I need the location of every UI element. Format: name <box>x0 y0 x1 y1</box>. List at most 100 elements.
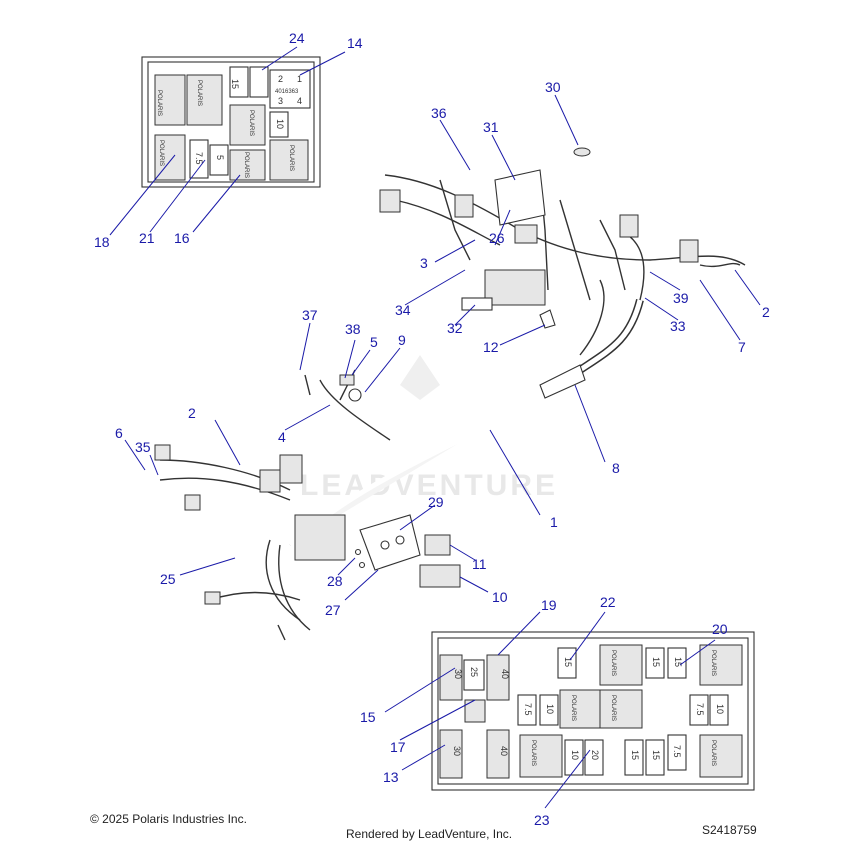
svg-text:15: 15 <box>230 79 240 89</box>
svg-text:POLARIS: POLARIS <box>710 650 716 676</box>
callout-5: 5 <box>370 334 378 350</box>
svg-text:7.5: 7.5 <box>523 703 533 716</box>
fuse-top-4: 10 <box>269 111 289 138</box>
svg-text:15: 15 <box>651 657 661 667</box>
relay-top-4: POLARIS <box>229 104 266 146</box>
svg-text:15: 15 <box>630 750 640 760</box>
relay-bottom-6: POLARIS <box>699 734 743 778</box>
callout-28: 28 <box>327 573 343 589</box>
connector-rear-2 <box>454 194 474 218</box>
callout-35: 35 <box>135 439 151 455</box>
relay-top-2: POLARIS <box>186 74 223 126</box>
svg-text:2: 2 <box>278 74 283 84</box>
fuse-box-bottom: 30 40 30 40 25 POLARIS POLARIS <box>431 631 755 791</box>
callout-24: 24 <box>289 30 305 46</box>
callout-25: 25 <box>160 571 176 587</box>
fuse-box-top: POLARIS POLARIS POLARIS POLARIS POLARIS … <box>141 56 321 188</box>
callout-14: 14 <box>347 35 363 51</box>
callout-34: 34 <box>395 302 411 318</box>
connector-5 <box>339 374 355 386</box>
callout-3: 3 <box>420 255 428 271</box>
relay-bottom-2: POLARIS <box>699 644 743 686</box>
svg-text:25: 25 <box>469 667 479 677</box>
svg-text:POLARIS: POLARIS <box>156 90 162 116</box>
svg-text:POLARIS: POLARIS <box>248 110 254 136</box>
relay-bottom-3: POLARIS <box>559 689 603 729</box>
grommet-31 <box>494 169 546 226</box>
callout-4: 4 <box>278 429 286 445</box>
svg-text:1: 1 <box>297 74 302 84</box>
callout-10: 10 <box>492 589 508 605</box>
svg-text:POLARIS: POLARIS <box>196 80 202 106</box>
terminal-strip: 2 1 3 4 4016363 <box>269 69 311 109</box>
maxi-fuse-1: 30 <box>439 654 463 701</box>
callout-1: 1 <box>550 514 558 530</box>
connector-25 <box>204 591 221 605</box>
rendered-by-text: Rendered by LeadVenture, Inc. <box>346 827 513 841</box>
callout-31: 31 <box>483 119 499 135</box>
screw-28 <box>354 548 362 556</box>
grommet-9 <box>348 388 362 402</box>
svg-text:10: 10 <box>545 704 555 714</box>
svg-text:POLARIS: POLARIS <box>570 695 576 721</box>
callout-23: 23 <box>534 812 550 828</box>
svg-text:30: 30 <box>452 746 462 756</box>
main-harness <box>154 147 746 641</box>
svg-text:15: 15 <box>651 750 661 760</box>
svg-text:15: 15 <box>673 657 683 667</box>
svg-text:20: 20 <box>590 750 600 760</box>
svg-text:10: 10 <box>275 119 285 129</box>
harness-sleeve <box>539 364 586 399</box>
relay-bottom-5: POLARIS <box>519 734 563 778</box>
svg-text:POLARIS: POLARIS <box>530 740 536 766</box>
callout-32: 32 <box>447 320 463 336</box>
callout-13: 13 <box>383 769 399 785</box>
callout-30: 30 <box>545 79 561 95</box>
connector-front-2 <box>259 469 281 493</box>
svg-text:POLARIS: POLARIS <box>158 140 164 166</box>
callout-37: 37 <box>302 307 318 323</box>
svg-text:POLARIS: POLARIS <box>610 650 616 676</box>
svg-text:40: 40 <box>499 746 509 756</box>
callout-18: 18 <box>94 234 110 250</box>
callout-8: 8 <box>612 460 620 476</box>
relay-top-6: POLARIS <box>269 139 309 181</box>
callout-33: 33 <box>670 318 686 334</box>
diagram-part-number: S2418759 <box>702 823 757 837</box>
relay-11 <box>424 534 451 556</box>
fuse-block-harness <box>294 514 346 561</box>
connector-front-3 <box>154 444 171 461</box>
callout-21: 21 <box>139 230 155 246</box>
connector-rear-3 <box>514 224 538 244</box>
maxi-fuse-2: 40 <box>486 654 510 701</box>
callout-numbers: 1 2 2 3 4 5 6 7 8 9 10 11 12 13 14 15 16… <box>94 30 770 828</box>
callout-17: 17 <box>390 739 406 755</box>
svg-text:POLARIS: POLARIS <box>288 145 294 171</box>
callout-9: 9 <box>398 332 406 348</box>
callout-36: 36 <box>431 105 447 121</box>
connector-rear-5 <box>679 239 699 263</box>
connector-front-4 <box>184 494 201 511</box>
connector-front-1 <box>279 454 303 484</box>
svg-text:POLARIS: POLARIS <box>243 152 249 178</box>
callout-2-front: 2 <box>188 405 196 421</box>
svg-text:15: 15 <box>563 657 573 667</box>
watermark-text: LEADVENTURE <box>300 469 558 502</box>
flame-logo-icon <box>400 355 440 400</box>
svg-text:10: 10 <box>570 750 580 760</box>
callout-22: 22 <box>600 594 616 610</box>
bracket-32 <box>461 297 493 311</box>
copyright-text: © 2025 Polaris Industries Inc. <box>90 812 247 826</box>
svg-text:10: 10 <box>715 704 725 714</box>
callout-2-rear: 2 <box>762 304 770 320</box>
svg-text:7.5: 7.5 <box>672 745 682 758</box>
maxi-fuse-3: 30 <box>439 729 463 779</box>
callout-6: 6 <box>115 425 123 441</box>
bolt-hole <box>380 540 390 550</box>
svg-text:3: 3 <box>278 96 283 106</box>
svg-text:30: 30 <box>453 669 463 679</box>
fuse-top-1: 15 <box>229 66 249 98</box>
relay-block-34 <box>484 269 546 306</box>
relay-top-3: POLARIS <box>154 134 186 181</box>
